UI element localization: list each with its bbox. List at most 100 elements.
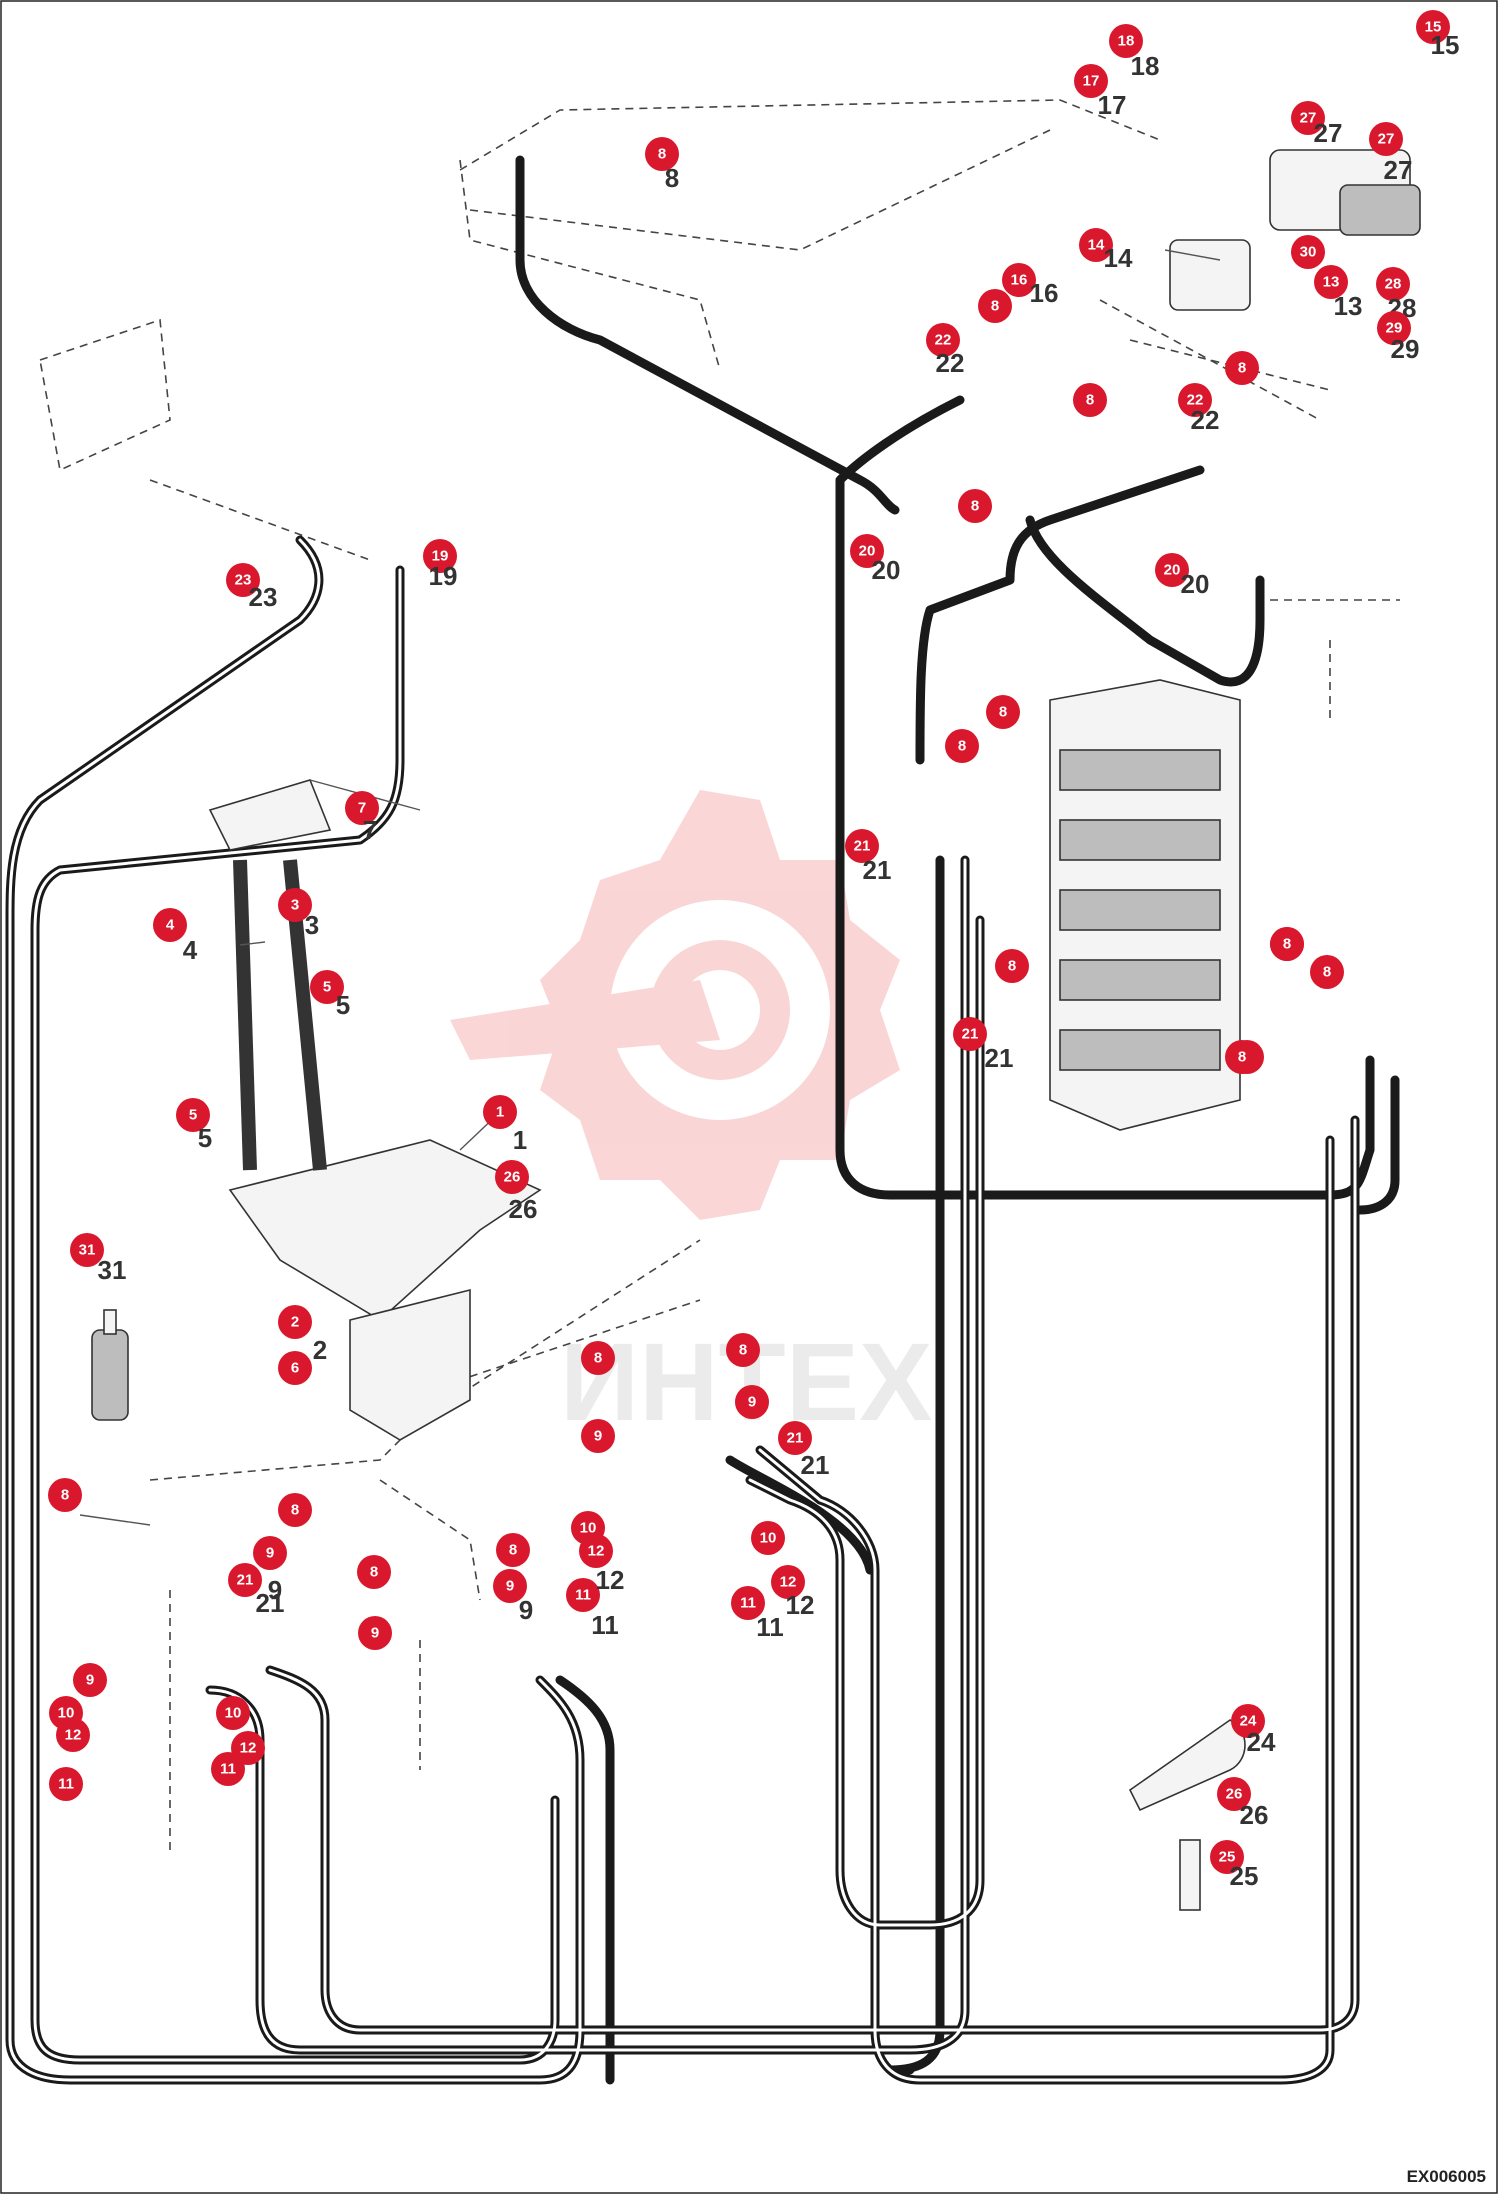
callout-badge-number: 23: [235, 572, 252, 589]
callout-badge-number: 17: [1083, 73, 1100, 90]
part-number-label: 14: [1104, 243, 1133, 273]
callout-badge-number: 8: [999, 704, 1007, 721]
callout-8: 8: [945, 729, 979, 763]
callout-badge-number: 31: [79, 1242, 96, 1259]
callout-badge: [253, 1536, 287, 1570]
callout-badge: [231, 1731, 265, 1765]
watermark-gear-icon: [540, 790, 900, 1220]
part-number-label: 21: [863, 855, 892, 885]
callout-badge-number: 3: [291, 897, 299, 914]
callout-badge-number: 9: [594, 1428, 602, 1445]
callout-5: 55: [310, 970, 350, 1020]
callout-9: 99: [253, 1536, 287, 1605]
callout-badge: [1074, 64, 1108, 98]
callout-badge: [1369, 122, 1403, 156]
callout-badge: [958, 489, 992, 523]
callout-badge: [1270, 927, 1304, 961]
callout-badge: [1291, 101, 1325, 135]
part-number-label: 21: [985, 1043, 1014, 1073]
callout-badge: [1376, 267, 1410, 301]
callout-3: 33: [278, 888, 319, 940]
callout-badge: [1178, 383, 1212, 417]
callout-badge: [345, 791, 379, 825]
callout-8: 8: [1225, 351, 1259, 385]
part-number-label: 21: [256, 1588, 285, 1618]
callout-badge: [945, 729, 979, 763]
part-number-label: 11: [756, 1612, 784, 1642]
callout-8: 8: [1270, 927, 1304, 961]
callout-badge: [1225, 1040, 1259, 1074]
callout-badge-number: 8: [971, 498, 979, 515]
callout-9: 9: [581, 1419, 615, 1453]
callout-badge-number: 8: [991, 298, 999, 315]
callout-badge-number: 13: [1323, 274, 1340, 291]
callout-badge-number: 1: [496, 1104, 504, 1121]
callout-badge: [278, 1351, 312, 1385]
part-number-label: 4: [183, 935, 198, 965]
callout-badge-number: 16: [1011, 272, 1028, 289]
callout-badge: [1079, 228, 1113, 262]
callout-badge-number: 10: [58, 1705, 75, 1722]
callout-30: 30: [1291, 235, 1325, 269]
callout-badge: [1225, 351, 1259, 385]
callout-12: 12: [231, 1731, 265, 1765]
manifold-block: [1169, 239, 1251, 311]
callout-8: 8: [581, 1341, 615, 1375]
callout-badge: [1155, 553, 1189, 587]
part-number-label: 18: [1131, 51, 1160, 81]
callout-badge-number: 24: [1240, 1713, 1257, 1730]
callout-badge-number: 15: [1425, 19, 1442, 36]
callout-badge-number: 8: [658, 146, 666, 163]
callout-badge-number: 9: [748, 1394, 756, 1411]
part-number-label: 13: [1334, 291, 1363, 321]
callout-badge: [176, 1098, 210, 1132]
callout-badge-number: 12: [240, 1740, 257, 1757]
callout-badge-number: 21: [962, 1026, 979, 1043]
dashed-outlines: [39, 99, 1400, 1850]
callout-badge: [726, 1333, 760, 1367]
callout-badge-number: 6: [291, 1360, 299, 1377]
callout-10: 10: [751, 1521, 785, 1555]
callout-badge-number: 19: [432, 548, 449, 565]
callout-8: 8: [496, 1533, 530, 1567]
callout-badge: [56, 1718, 90, 1752]
callout-badge: [228, 1563, 262, 1597]
callout-badge-number: 8: [1238, 1049, 1246, 1066]
callout-badge: [278, 1305, 312, 1339]
callout-badge-number: 9: [86, 1672, 94, 1689]
part-number-label: 27: [1384, 155, 1413, 185]
callout-badge-number: 22: [935, 332, 952, 349]
callout-badge: [566, 1578, 600, 1612]
callout-1: 11: [483, 1095, 527, 1155]
callout-badge-number: 8: [509, 1542, 517, 1559]
part-number-label: 9: [519, 1595, 533, 1625]
callout-badge-number: 27: [1378, 131, 1395, 148]
callout-badge: [579, 1534, 613, 1568]
part-number-label: 1: [513, 1125, 527, 1155]
callout-badge: [1314, 265, 1348, 299]
callout-badge-number: 20: [859, 543, 876, 560]
callout-badge: [423, 539, 457, 573]
callout-badge-number: 9: [266, 1545, 274, 1562]
callout-8: 88: [645, 137, 679, 193]
callout-7: 77: [345, 791, 379, 845]
callout-badge: [1377, 311, 1411, 345]
callout-8: 8: [1225, 1040, 1259, 1074]
callout-badge: [483, 1095, 517, 1129]
callout-badge: [1002, 263, 1036, 297]
